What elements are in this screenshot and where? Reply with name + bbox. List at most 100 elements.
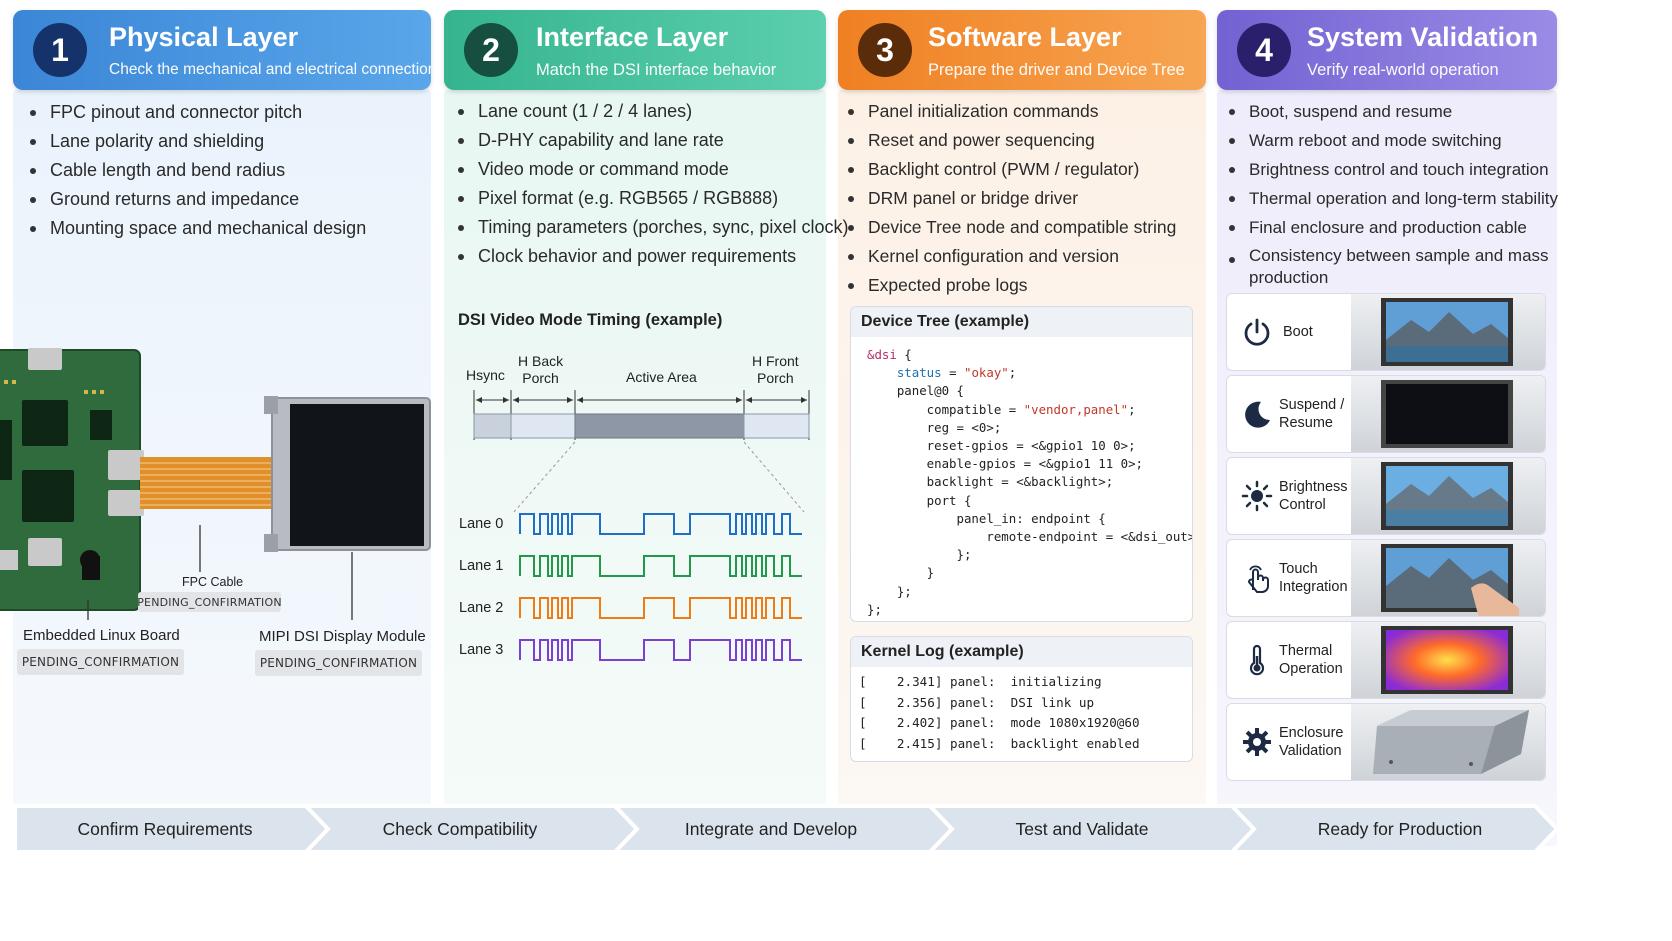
header-subtitle: Prepare the driver and Device Tree bbox=[928, 61, 1185, 79]
display-preview bbox=[1351, 704, 1545, 780]
h-front-porch-label: H Front Porch bbox=[752, 353, 799, 386]
active-area-label: Active Area bbox=[626, 369, 697, 385]
system-validation-header: 4 System Validation Verify real-world op… bbox=[1217, 10, 1557, 90]
log-line: [ 2.415] panel: backlight enabled bbox=[859, 735, 1140, 751]
list-item: Kernel configuration and version bbox=[846, 242, 1176, 271]
board-label: Embedded Linux Board bbox=[23, 627, 180, 644]
header-subtitle: Match the DSI interface behavior bbox=[536, 61, 777, 79]
kernel-log-title: Kernel Log (example) bbox=[851, 637, 1192, 667]
display-screen bbox=[290, 404, 424, 546]
validation-row-thermal: Thermal Operation bbox=[1226, 621, 1546, 699]
list-item: Cable length and bend radius bbox=[28, 156, 366, 185]
list-item: Device Tree node and compatible string bbox=[846, 213, 1176, 242]
touch-icon bbox=[1247, 565, 1269, 593]
fpc-cable-label: FPC Cable bbox=[182, 575, 244, 589]
flow-step: Ready for Production bbox=[1317, 818, 1483, 839]
device-tree-code: &dsi { status = "okay"; panel@0 { compat… bbox=[867, 347, 1192, 617]
device-tree-title: Device Tree (example) bbox=[851, 307, 1192, 337]
fpc-cable bbox=[140, 457, 280, 509]
power-icon bbox=[1244, 318, 1270, 346]
status-badge: PENDING_CONFIRMATION bbox=[137, 592, 282, 612]
list-item: Video mode or command mode bbox=[456, 155, 848, 184]
header-subtitle: Check the mechanical and electrical conn… bbox=[109, 61, 437, 78]
status-badge: PENDING_CONFIRMATION bbox=[255, 650, 422, 676]
list-item: Ground returns and impedance bbox=[28, 185, 366, 214]
lane-label: Lane 3 bbox=[459, 642, 504, 658]
thermal-screen bbox=[1381, 626, 1513, 694]
validation-row-touch: Touch Integration bbox=[1226, 539, 1546, 617]
lane-label: Lane 0 bbox=[459, 516, 504, 532]
step-number: 2 bbox=[464, 23, 518, 77]
validation-row-suspend-resume: Suspend / Resume bbox=[1226, 375, 1546, 453]
list-item: Mounting space and mechanical design bbox=[28, 214, 366, 243]
display-preview bbox=[1351, 458, 1545, 534]
list-item: Timing parameters (porches, sync, pixel … bbox=[456, 213, 848, 242]
process-flow-bar bbox=[13, 804, 1560, 854]
landscape-screen bbox=[1381, 462, 1513, 530]
interface-bullet-list: Lane count (1 / 2 / 4 lanes) D-PHY capab… bbox=[456, 97, 848, 271]
h-back-porch-segment bbox=[510, 413, 576, 439]
validation-label: Touch Integration bbox=[1279, 561, 1348, 595]
flow-step-shape bbox=[1227, 804, 1560, 854]
flow-step: Integrate and Develop bbox=[684, 818, 858, 839]
header-title: Interface Layer bbox=[536, 22, 729, 52]
validation-row-enclosure: Enclosure Validation bbox=[1226, 703, 1546, 781]
flow-step: Confirm Requirements bbox=[77, 818, 253, 839]
validation-label: Suspend / Resume bbox=[1279, 397, 1345, 431]
display-preview bbox=[1351, 376, 1545, 452]
validation-row-boot: Boot bbox=[1226, 293, 1546, 371]
interface-column-bg bbox=[444, 90, 826, 846]
header-title: Software Layer bbox=[928, 22, 1122, 52]
display-preview bbox=[1351, 294, 1545, 370]
kernel-log-panel: Kernel Log (example) [ 2.341] panel: ini… bbox=[850, 636, 1193, 762]
list-item: DRM panel or bridge driver bbox=[846, 184, 1176, 213]
list-item: Expected probe logs bbox=[846, 271, 1176, 300]
software-layer-header: 3 Software Layer Prepare the driver and … bbox=[838, 10, 1206, 90]
display-label: MIPI DSI Display Module bbox=[259, 628, 426, 645]
h-front-porch-segment bbox=[743, 413, 810, 439]
device-tree-panel: Device Tree (example) &dsi { status = "o… bbox=[850, 306, 1193, 622]
display-preview bbox=[1351, 622, 1545, 698]
thermometer-icon bbox=[1249, 644, 1265, 676]
flow-step: Test and Validate bbox=[1015, 818, 1149, 839]
lane-waveform bbox=[519, 639, 802, 661]
enclosure-image bbox=[1373, 710, 1529, 774]
list-item: Boot, suspend and resume bbox=[1227, 97, 1549, 126]
list-item: D-PHY capability and lane rate bbox=[456, 126, 848, 155]
step-number: 3 bbox=[858, 23, 912, 77]
log-line: [ 2.341] panel: initializing bbox=[859, 674, 1102, 689]
validation-label: Boot bbox=[1283, 324, 1313, 340]
header-title: Physical Layer bbox=[109, 22, 299, 52]
list-item: Thermal operation and long-term stabilit… bbox=[1227, 184, 1558, 213]
list-item: Consistency between sample and mass prod… bbox=[1227, 245, 1549, 289]
software-bullet-list: Panel initialization commands Reset and … bbox=[846, 97, 1176, 300]
interface-layer-header: 2 Interface Layer Match the DSI interfac… bbox=[444, 10, 826, 90]
status-badge: PENDING_CONFIRMATION bbox=[17, 649, 184, 675]
step-number: 1 bbox=[33, 23, 87, 77]
landscape-screen bbox=[1381, 298, 1513, 366]
validation-label: Thermal Operation bbox=[1279, 643, 1343, 677]
log-line: [ 2.402] panel: mode 1080x1920@60 bbox=[859, 715, 1140, 730]
validation-label: Enclosure Validation bbox=[1279, 725, 1344, 759]
h-back-porch-label: H Back Porch bbox=[518, 353, 564, 386]
touch-screen bbox=[1381, 544, 1519, 616]
list-item: Brightness control and touch integration bbox=[1227, 155, 1549, 184]
list-item: FPC pinout and connector pitch bbox=[28, 98, 366, 127]
moon-icon bbox=[1245, 401, 1270, 428]
hsync-label: Hsync bbox=[466, 367, 505, 383]
header-subtitle: Verify real-world operation bbox=[1307, 61, 1499, 79]
list-item: Pixel format (e.g. RGB565 / RGB888) bbox=[456, 184, 848, 213]
active-area-segment bbox=[574, 413, 745, 439]
timing-diagram bbox=[473, 390, 810, 661]
list-item: Panel initialization commands bbox=[846, 97, 1176, 126]
lane-label: Lane 2 bbox=[459, 600, 504, 616]
validation-label: Brightness Control bbox=[1279, 479, 1348, 513]
log-line: [ 2.356] panel: DSI link up bbox=[859, 694, 1095, 710]
lane-waveform bbox=[519, 597, 802, 619]
hardware-illustration bbox=[0, 348, 431, 620]
dark-screen bbox=[1381, 380, 1513, 448]
display-preview bbox=[1351, 540, 1545, 616]
lane-waveform bbox=[519, 513, 802, 535]
step-number: 4 bbox=[1237, 23, 1291, 77]
physical-layer-header: 1 Physical Layer Check the mechanical an… bbox=[13, 10, 436, 90]
